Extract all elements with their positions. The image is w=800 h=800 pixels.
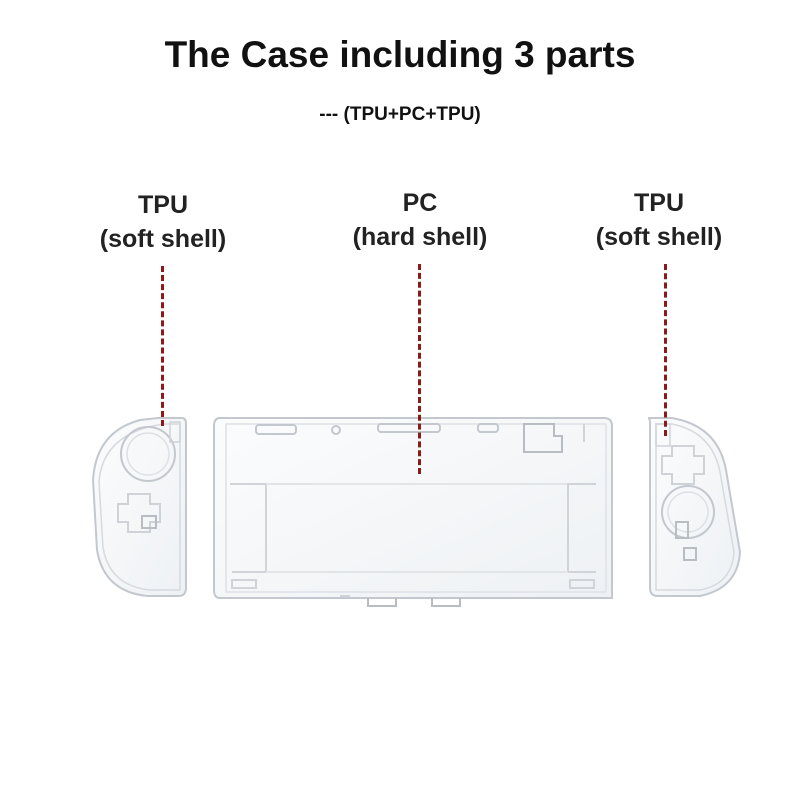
- page-title: The Case including 3 parts: [164, 34, 636, 75]
- left-part-label: TPU (soft shell): [78, 188, 248, 256]
- right-leader-line: [664, 264, 667, 436]
- middle-pc-shell: [213, 417, 613, 607]
- middle-leader-line: [418, 264, 421, 474]
- page-subtitle: --- (TPU+PC+TPU): [319, 104, 481, 125]
- left-part-description: (soft shell): [99, 225, 227, 253]
- left-part-material: TPU: [138, 191, 188, 219]
- left-tpu-shell: [91, 417, 187, 597]
- right-part-material: TPU: [634, 189, 684, 217]
- middle-part-description: (hard shell): [352, 223, 488, 251]
- right-part-description: (soft shell): [595, 223, 723, 251]
- left-leader-line: [161, 266, 164, 426]
- middle-part-label: PC (hard shell): [322, 186, 518, 254]
- middle-part-material: PC: [402, 189, 438, 217]
- right-tpu-shell: [647, 417, 742, 597]
- right-part-label: TPU (soft shell): [574, 186, 744, 254]
